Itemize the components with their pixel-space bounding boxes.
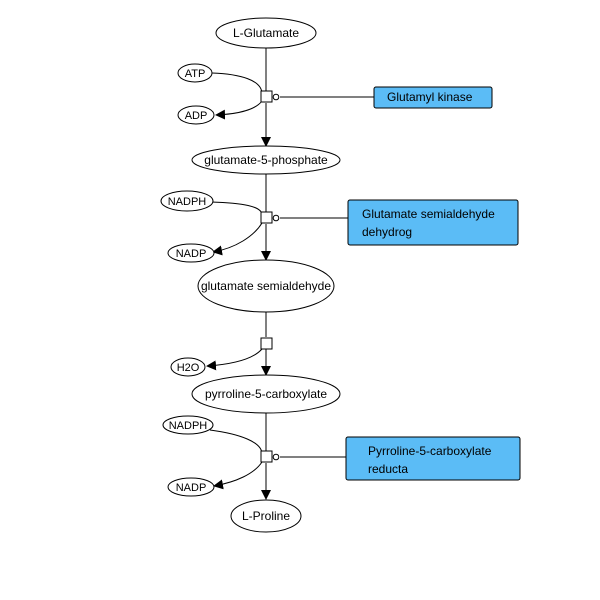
reaction-1 <box>211 47 374 147</box>
metabolite-nadp-2[interactable]: NADP <box>167 477 215 497</box>
reaction-node-2[interactable] <box>260 211 273 224</box>
reaction-node-1[interactable] <box>260 90 273 103</box>
enzyme-label-line-1: Glutamyl kinase <box>387 90 473 104</box>
enzyme-label-line-1: Pyrroline-5-carboxylate <box>368 444 492 458</box>
edge-reaction-4-to-nadp-2 <box>213 461 263 490</box>
metabolite-label: H2O <box>177 362 200 374</box>
metabolite-nadp-1[interactable]: NADP <box>167 243 215 263</box>
metabolite-glutamate-semialdehyde[interactable]: glutamate semialdehyde <box>197 259 335 313</box>
edge-nadph-2-to-reaction-4 <box>209 429 263 455</box>
edge-nadph-1-to-reaction-2 <box>210 201 263 216</box>
metabolite-label: NADP <box>176 482 207 494</box>
metabolite-label: L-Glutamate <box>233 26 299 40</box>
metabolite-pyrroline-5-carboxylate[interactable]: pyrroline-5-carboxylate <box>191 374 341 414</box>
metabolite-nadph-1[interactable]: NADPH <box>160 190 214 212</box>
reaction-node-4[interactable] <box>260 450 273 463</box>
edge-reaction-3-to-h2o <box>206 348 263 371</box>
metabolite-glutamate-5-phosphate[interactable]: glutamate-5-phosphate <box>191 145 341 175</box>
metabolite-nadph-2[interactable]: NADPH <box>162 415 214 435</box>
metabolite-l-proline[interactable]: L-Proline <box>230 499 302 533</box>
modifier-dot-4 <box>272 453 280 461</box>
modifier-dot-1 <box>272 93 280 101</box>
edge-reaction-1-to-adp <box>215 100 263 120</box>
reaction-3 <box>206 312 273 376</box>
enzyme-pyrroline-5-carboxylate-reducta[interactable]: Pyrroline-5-carboxylate reducta <box>345 436 521 481</box>
metabolite-adp[interactable]: ADP <box>177 105 215 125</box>
edge-reaction-2-to-nadp-1 <box>212 222 263 256</box>
metabolite-h2o[interactable]: H2O <box>170 357 206 377</box>
metabolite-label: glutamate-5-phosphate <box>204 153 328 167</box>
metabolite-label: pyrroline-5-carboxylate <box>205 387 327 401</box>
enzyme-glutamyl-kinase[interactable]: Glutamyl kinase <box>373 86 493 109</box>
metabolite-label: glutamate semialdehyde <box>201 279 331 293</box>
metabolite-label: NADPH <box>168 196 207 208</box>
edge-atp-to-reaction-1 <box>211 72 263 95</box>
metabolite-atp[interactable]: ATP <box>177 63 213 83</box>
metabolite-label: NADPH <box>169 420 208 432</box>
enzyme-label-line-1: Glutamate semialdehyde <box>362 207 495 221</box>
reaction-node-3[interactable] <box>260 337 273 350</box>
metabolite-l-glutamate[interactable]: L-Glutamate <box>215 17 317 49</box>
metabolite-label: ATP <box>185 68 206 80</box>
reaction-2 <box>210 174 348 261</box>
metabolite-label: ADP <box>185 110 208 122</box>
enzyme-label-line-2: dehydrog <box>362 225 412 239</box>
modifier-dot-2 <box>272 214 280 222</box>
enzyme-glutamate-semialdehyde-dehydrog[interactable]: Glutamate semialdehyde dehydrog <box>347 199 519 246</box>
enzyme-label-line-2: reducta <box>368 462 408 476</box>
metabolite-label: NADP <box>176 248 207 260</box>
reaction-4 <box>209 413 346 500</box>
metabolite-label: L-Proline <box>242 509 290 523</box>
